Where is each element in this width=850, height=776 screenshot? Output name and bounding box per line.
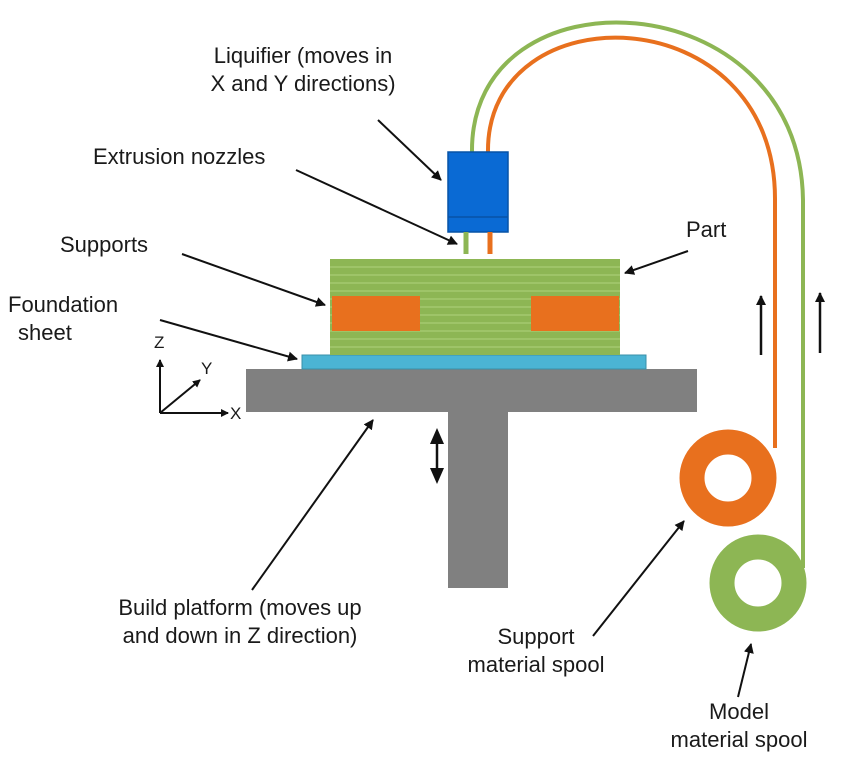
part-leader-arrow [624,250,689,275]
liquifier-leader-arrow [377,119,442,181]
support-spool-label: Support material spool [436,623,636,679]
nozzles-leader-arrow [295,169,458,245]
model-material-spool [709,534,807,632]
build-platform-label: Build platform (moves up and down in Z d… [84,594,396,650]
liquifier-head [447,151,509,233]
supports-label: Supports [60,232,149,257]
axis-z-label: Z [154,333,165,352]
axis-x-label: X [230,404,242,423]
model-spool-label: Model material spool [638,698,840,754]
foundation-label-line1: Foundation [8,292,119,317]
platform-label-line1: Build platform (moves up [118,595,362,620]
foundation-sheet [301,354,647,370]
support-block-right [531,296,619,331]
support-filament-line [485,35,778,448]
foundation-leader-arrow [159,319,298,362]
nozzles-label: Extrusion nozzles [93,144,266,169]
support-spool-label-line2: material spool [467,652,605,677]
model-spool-leader-arrow [737,643,754,698]
platform-stem [448,410,508,588]
support-block-left [332,296,420,331]
support-material-spool [679,429,777,527]
model-spool-label-line1: Model [709,699,769,724]
axes-triad [156,359,229,417]
support-spool-leader-arrow [592,520,685,637]
liquifier-label-line2: X and Y directions) [210,71,396,96]
support-spool-label-line1: Support [497,624,575,649]
model-spool-label-line2: material spool [670,727,808,752]
liquifier-label-line1: Liquifier (moves in [213,43,393,68]
supports-leader-arrow [181,253,326,307]
axis-y-label: Y [201,359,213,378]
foundation-sheet-label: Foundation sheet [8,291,118,347]
platform-z-movement-arrow [430,428,444,484]
platform-label-line2: and down in Z direction) [122,623,358,648]
foundation-label-line2: sheet [18,320,72,345]
liquifier-label: Liquifier (moves in X and Y directions) [178,42,428,98]
platform-leader-arrow [251,419,374,591]
part-label: Part [686,217,727,242]
build-platform [246,369,697,412]
model-filament-line [469,20,805,568]
